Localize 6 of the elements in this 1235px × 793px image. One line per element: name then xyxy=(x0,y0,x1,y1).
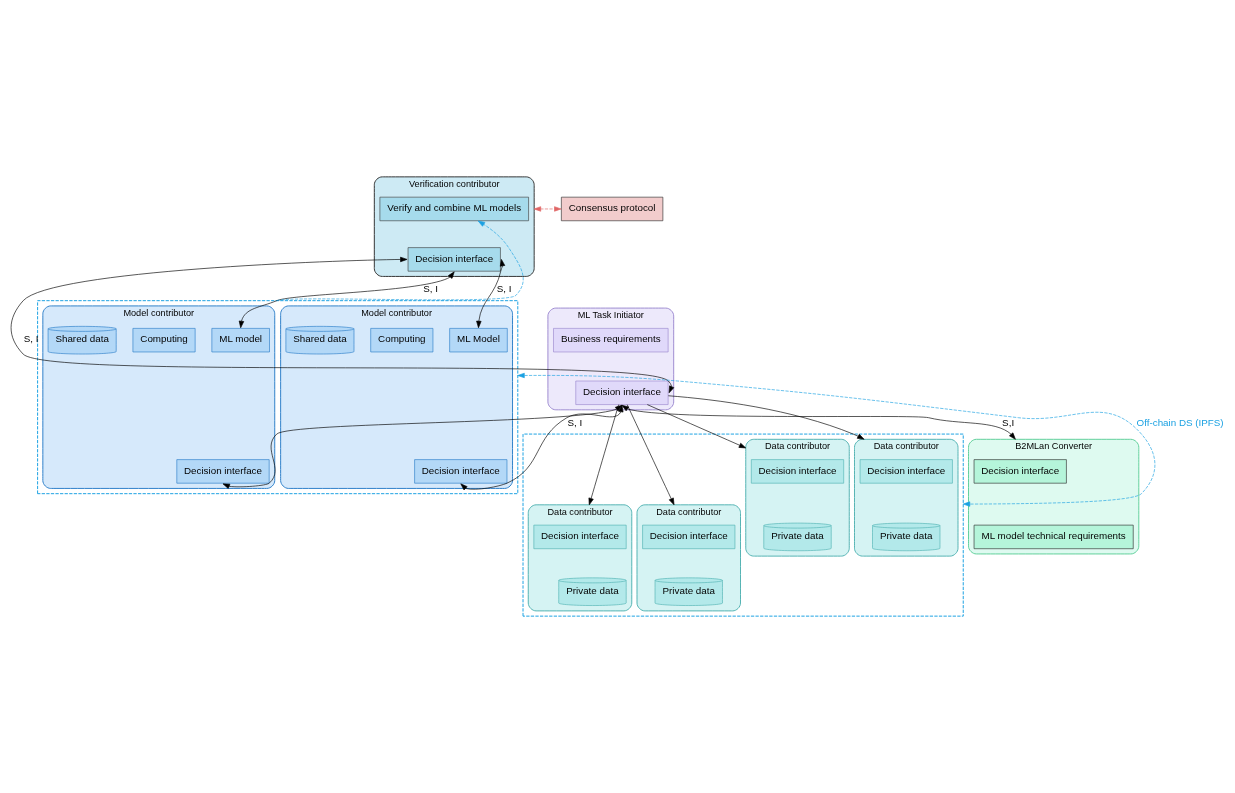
edge-label: S,I xyxy=(1002,416,1015,428)
edge-label: S, I xyxy=(496,283,512,295)
edge-label: S, I xyxy=(23,333,39,345)
edge-label: S, I xyxy=(423,283,439,295)
edge-label: S, I xyxy=(567,416,583,428)
edge-label: Off-chain DS (IPFS) xyxy=(1136,416,1224,428)
